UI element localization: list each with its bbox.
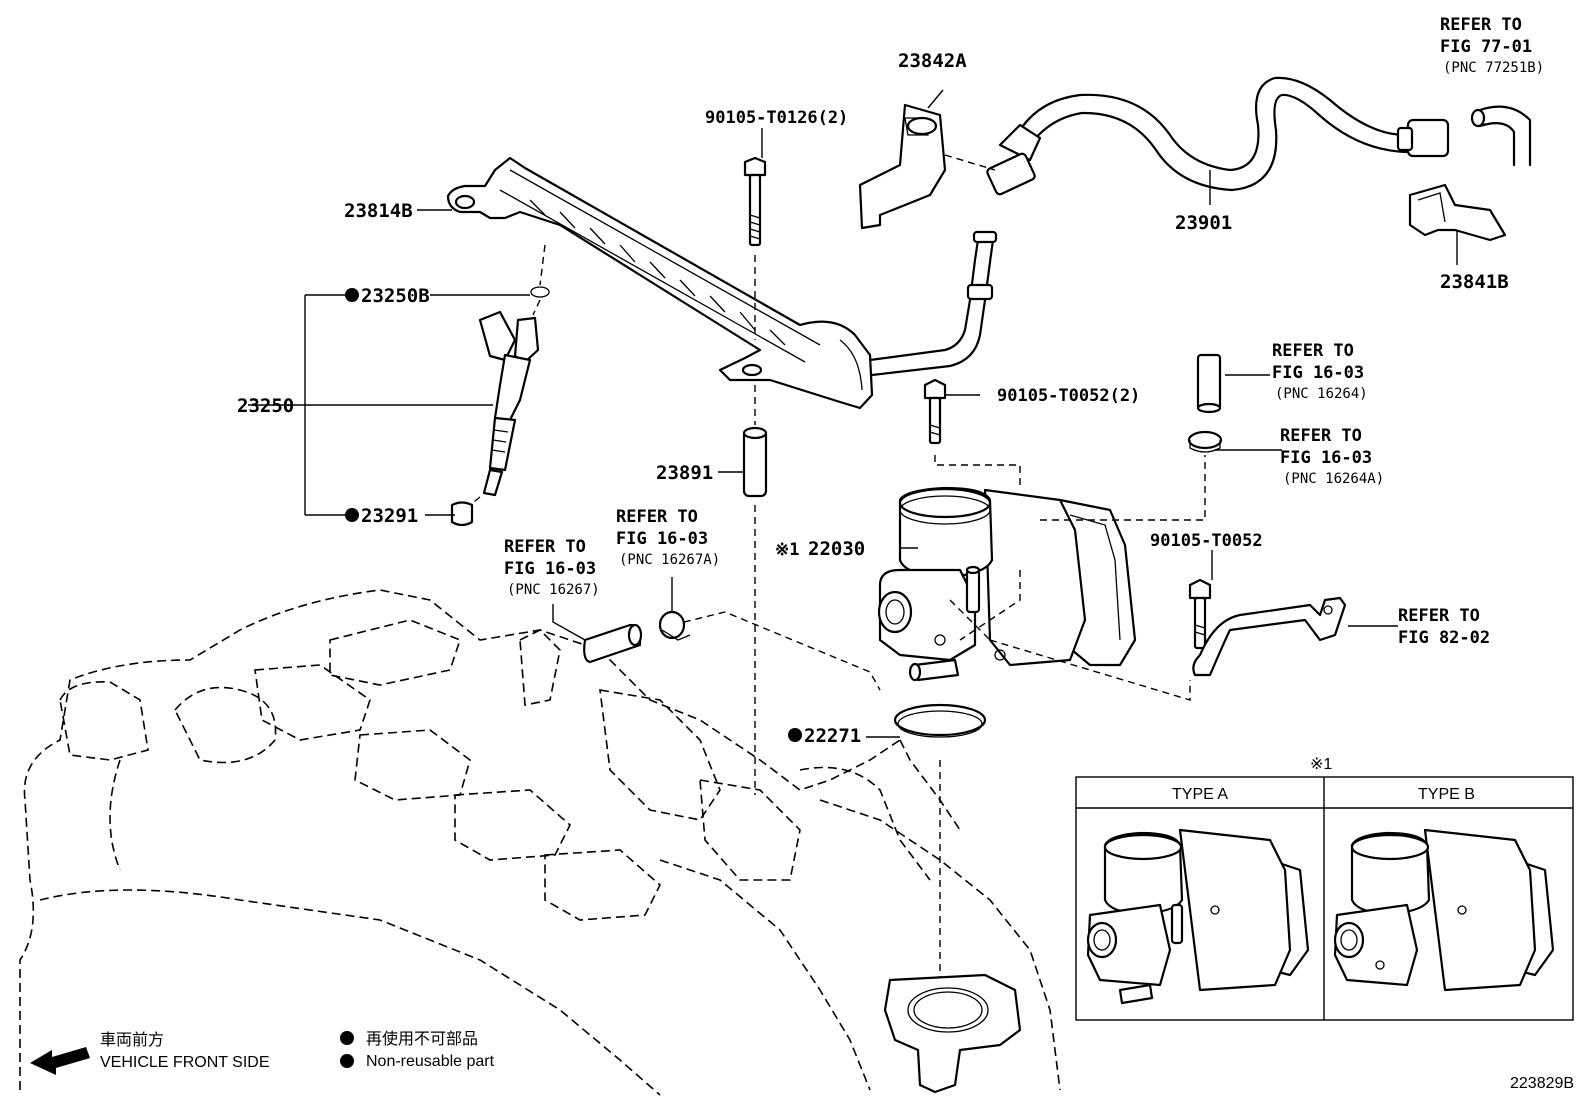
bolt-90105-T0052-2 xyxy=(923,378,1021,570)
label-23842A: 23842A xyxy=(898,50,967,72)
svg-text:REFER TO: REFER TO xyxy=(1272,341,1354,361)
label-22030: 22030 xyxy=(808,538,865,560)
bullet-icon xyxy=(340,1031,354,1045)
svg-text:(PNC 16264A): (PNC 16264A) xyxy=(1283,471,1384,487)
bolt-90105-T0052 xyxy=(1188,578,1212,650)
svg-text:FIG 77-01: FIG 77-01 xyxy=(1440,37,1532,57)
svg-text:REFER TO: REFER TO xyxy=(1398,606,1480,626)
intake-manifold-phantom xyxy=(19,589,1061,1096)
svg-text:FIG 16-03: FIG 16-03 xyxy=(504,559,596,579)
label-22271: 22271 xyxy=(804,725,861,747)
svg-text:(PNC 16267A): (PNC 16267A) xyxy=(619,552,720,568)
injector-23250 xyxy=(450,244,550,527)
nonreusable-dot-22271 xyxy=(788,728,802,742)
svg-text:FIG 16-03: FIG 16-03 xyxy=(1272,363,1364,383)
fuel-rail-23814B xyxy=(446,156,998,410)
svg-text:FIG 16-03: FIG 16-03 xyxy=(616,529,708,549)
legend-front-en: VEHICLE FRONT SIDE xyxy=(100,1054,270,1071)
throttle-body-22030 xyxy=(877,486,1137,682)
legend-front-jp: 車両前方 xyxy=(100,1031,164,1049)
nonreusable-dot-23291 xyxy=(345,508,359,522)
clamp-16267A xyxy=(658,610,691,641)
ref-fig-16-03-pnc-16267A: REFER TO FIG 16-03 (PNC 16267A) xyxy=(616,507,720,568)
clamp-23841B xyxy=(1408,183,1507,242)
label-90105-T0126: 90105-T0126(2) xyxy=(705,108,848,128)
variant-inset xyxy=(1075,776,1574,1021)
gasket-22271 xyxy=(883,703,1022,1094)
label-23250: 23250 xyxy=(237,395,294,417)
legend-nonreuse-en: Non-reusable part xyxy=(366,1053,495,1070)
ref-fig-77-01: REFER TO FIG 77-01 (PNC 77251B) xyxy=(1440,15,1544,76)
hose-16264 xyxy=(1196,353,1222,414)
inset-mark: ※1 xyxy=(1310,756,1332,773)
ref-fig-82-02: REFER TO FIG 82-02 xyxy=(1398,606,1490,648)
svg-text:REFER TO: REFER TO xyxy=(1440,15,1522,35)
svg-text:REFER TO: REFER TO xyxy=(504,537,586,557)
ref-fig-16-03-pnc-16267: REFER TO FIG 16-03 (PNC 16267) xyxy=(504,537,600,598)
throttle-type-a xyxy=(1086,828,1310,1005)
bracket-82-02 xyxy=(1192,596,1347,677)
throttle-type-b xyxy=(1333,828,1555,992)
label-23891: 23891 xyxy=(656,462,713,484)
nonreusable-dot-23250B xyxy=(345,288,359,302)
ref-fig-16-03-pnc-16264A: REFER TO FIG 16-03 (PNC 16264A) xyxy=(1280,426,1384,487)
label-90105-T0052-2: 90105-T0052(2) xyxy=(997,386,1140,406)
hose-16267 xyxy=(583,623,643,664)
leader-lines xyxy=(248,89,1458,738)
label-23814B: 23814B xyxy=(344,200,413,222)
label-23901: 23901 xyxy=(1175,212,1232,234)
svg-text:FIG 82-02: FIG 82-02 xyxy=(1398,628,1490,648)
label-23841B: 23841B xyxy=(1440,271,1509,293)
fuel-pipe-23901 xyxy=(986,76,1532,196)
front-arrow-icon xyxy=(30,1047,90,1075)
ref-fig-16-03-pnc-16264: REFER TO FIG 16-03 (PNC 16264) xyxy=(1272,341,1368,402)
legend-nonreuse-jp: 再使用不可部品 xyxy=(366,1030,478,1048)
bullet-icon xyxy=(340,1054,354,1068)
figure-id: 223829B xyxy=(1510,1075,1574,1092)
svg-text:(PNC 16267): (PNC 16267) xyxy=(507,582,600,598)
bolt-90105-T0126 xyxy=(743,156,767,425)
svg-text:REFER TO: REFER TO xyxy=(1280,426,1362,446)
svg-text:REFER TO: REFER TO xyxy=(616,507,698,527)
svg-text:FIG 16-03: FIG 16-03 xyxy=(1280,448,1372,468)
label-23250B: 23250B xyxy=(361,285,430,307)
svg-text:(PNC 77251B): (PNC 77251B) xyxy=(1443,60,1544,76)
label-22030-mark: ※1 xyxy=(775,540,799,560)
inset-type-a-label: TYPE A xyxy=(1172,786,1228,803)
clamp-23842A xyxy=(858,103,996,230)
clamp-16264A xyxy=(1187,430,1223,453)
label-90105-T0052: 90105-T0052 xyxy=(1150,531,1263,551)
svg-text:(PNC 16264): (PNC 16264) xyxy=(1275,386,1368,402)
inset-type-b-label: TYPE B xyxy=(1418,786,1475,803)
label-23291: 23291 xyxy=(361,505,418,527)
spacer-23891 xyxy=(742,426,768,795)
